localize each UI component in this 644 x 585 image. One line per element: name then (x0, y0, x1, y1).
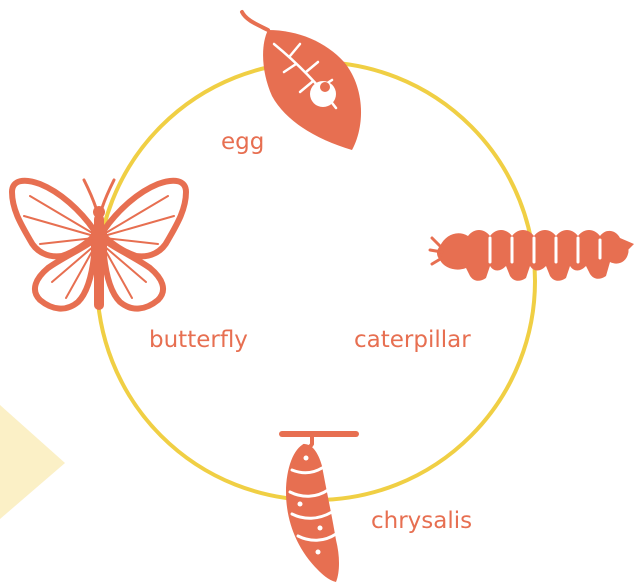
chrysalis-icon (282, 434, 356, 582)
butterfly-label: butterfly (149, 326, 248, 354)
caterpillar-label: caterpillar (354, 326, 471, 354)
chrysalis-label: chrysalis (371, 507, 472, 535)
butterfly-icon (12, 180, 186, 310)
pointer-triangle (0, 405, 65, 519)
egg-label: egg (221, 128, 264, 156)
caterpillar-icon (430, 230, 634, 281)
